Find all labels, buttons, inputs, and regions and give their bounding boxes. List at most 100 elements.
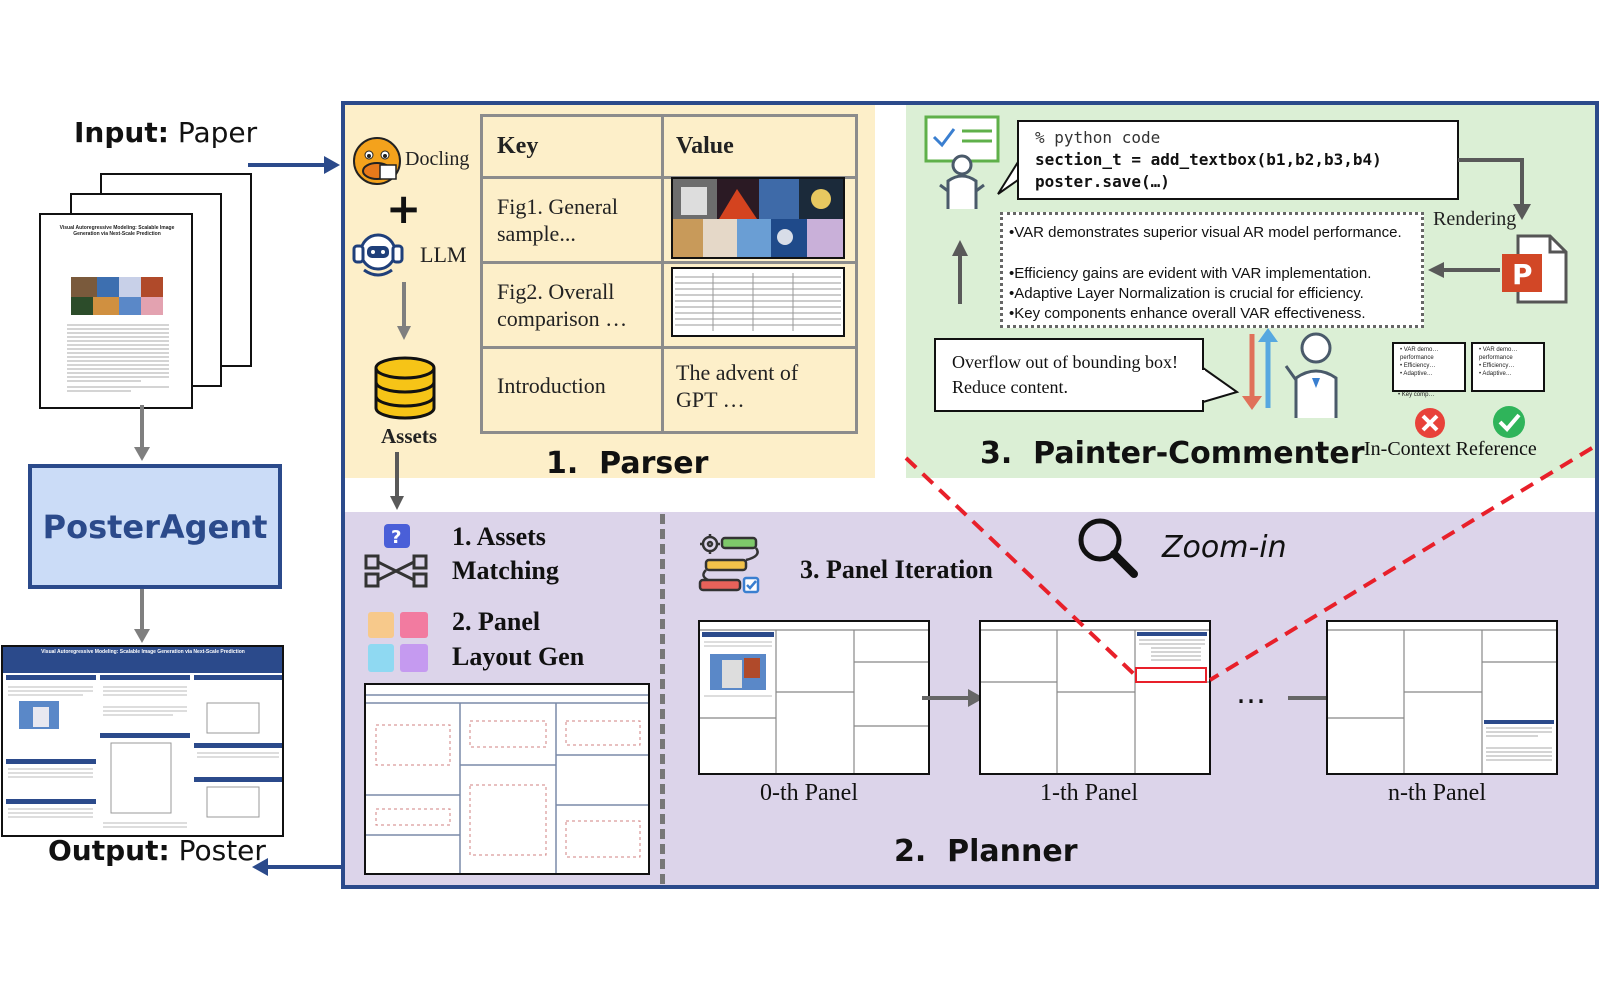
assets-matching-label: 1. Assets Matching: [452, 520, 559, 588]
database-icon: [374, 356, 436, 420]
planner-title: 2. Planner: [894, 834, 1078, 869]
table-row-key: Fig1. General sample...: [497, 194, 618, 246]
poster-layout: [6, 675, 282, 828]
assets-label: Assets: [381, 424, 437, 448]
panel-0-label: 0-th Panel: [760, 780, 858, 806]
code-line-1: section_t = add_textbox(b1,b2,b3,b4): [1035, 150, 1382, 169]
comparison-table-thumbnail: [671, 267, 845, 337]
main-frame: [341, 101, 1599, 889]
arrow-llm-to-assets: [397, 282, 411, 340]
layout-gen-line2: Layout Gen: [452, 642, 585, 671]
layout-gen-icon: [368, 612, 428, 672]
ref-bad-overflow-line: • Key comp…: [1398, 392, 1435, 398]
comparison-table: [675, 273, 841, 331]
ref-bad-line: performance: [1400, 355, 1434, 361]
ref-bad-line: • Efficiency…: [1400, 363, 1436, 369]
arrow-paper-to-agent: [134, 405, 150, 461]
paper-title: Visual Autoregressive Modeling: Scalable…: [59, 225, 175, 237]
table-row-value: The advent of GPT …: [676, 360, 799, 412]
llm-robot-icon: [352, 233, 404, 277]
parser-title: 1. Parser: [546, 446, 709, 481]
ref-good-line: • Adaptive…: [1479, 371, 1512, 377]
svg-text:?: ?: [391, 527, 401, 548]
panel-1-label: 1-th Panel: [1040, 780, 1138, 806]
panel-1-layout: [981, 629, 1209, 773]
key-value-table: Key Value Fig1. General sample... Fig2. …: [480, 114, 858, 434]
paper-page-front: Visual Autoregressive Modeling: Scalable…: [39, 213, 193, 409]
paper-figure: [67, 277, 169, 392]
table-row-divider-2: [483, 261, 855, 264]
rendering-label: Rendering: [1433, 208, 1517, 230]
plus-sign: +: [386, 184, 422, 233]
panel-0-layout: [700, 629, 928, 773]
arrow-agent-to-poster: [134, 589, 150, 643]
rendered-textbox: •VAR demonstrates superior visual AR mod…: [1000, 212, 1424, 328]
panel-n-thumbnail: [1326, 620, 1558, 775]
svg-text:P: P: [1512, 258, 1533, 291]
magnifier-icon: [1078, 518, 1138, 578]
poster-header: [3, 647, 282, 673]
table-row-divider-3: [483, 346, 855, 349]
check-icon: [1493, 406, 1525, 438]
arrow-up-feedback: [952, 240, 968, 304]
powerpoint-icon: P: [1502, 234, 1568, 304]
reference-good-thumbnail: • VAR demo… performance • Efficiency… • …: [1471, 342, 1545, 392]
feedback-text: Overflow out of bounding box! Reduce con…: [952, 352, 1178, 397]
sample-images: [673, 179, 843, 257]
arrow-render-to-text: [1428, 262, 1500, 278]
commenter-agent-icon: [1284, 332, 1338, 418]
input-label-bold: Input:: [74, 116, 169, 149]
arrow-code-to-render: [1458, 158, 1531, 220]
arrow-assets-to-planner: [390, 452, 404, 510]
code-bubble-tail: [997, 160, 1019, 195]
ref-good-line: • VAR demo…: [1479, 347, 1518, 353]
feedback-bubble: Overflow out of bounding box! Reduce con…: [934, 338, 1204, 412]
arrow-frame-to-output: [252, 858, 344, 876]
feedback-bubble-tail: [1201, 366, 1240, 404]
table-column-divider: [661, 117, 664, 431]
poster-title: Visual Autoregressive Modeling: Scalable…: [41, 649, 245, 655]
input-label-rest: Paper: [168, 116, 258, 149]
sample-images-thumbnail: [671, 177, 845, 259]
poster-agent-label: PosterAgent: [42, 507, 268, 546]
output-label-bold: Output:: [48, 834, 170, 867]
zoom-in-label: Zoom-in: [1162, 530, 1287, 565]
up-down-arrows-icon: [1242, 328, 1278, 410]
ref-bad-line: • Adaptive…: [1400, 371, 1433, 377]
panel-iteration-icon: [698, 534, 760, 594]
panel-iteration-label: 3. Panel Iteration: [800, 555, 993, 584]
panel-ellipsis: …: [1236, 676, 1266, 711]
rendered-bullet: •Efficiency gains are evident with VAR i…: [1009, 265, 1372, 282]
planner-separator: [660, 514, 665, 884]
ref-good-line: • Efficiency…: [1479, 363, 1515, 369]
rendered-bullet: •Adaptive Layer Normalization is crucial…: [1009, 285, 1364, 302]
output-label: Output: Poster: [48, 834, 266, 867]
generated-layout-sketch: [364, 683, 650, 875]
assets-matching-icon: ?: [364, 524, 428, 588]
code-comment: % python code: [1035, 128, 1161, 147]
arrow-input-to-frame: [248, 156, 340, 174]
table-row-key: Introduction: [497, 373, 606, 398]
in-context-reference-label: In-Context Reference: [1364, 438, 1537, 460]
ref-good-line: performance: [1479, 355, 1513, 361]
assets-matching-line1: 1. Assets: [452, 522, 546, 551]
layout-gen-line1: 2. Panel: [452, 607, 541, 636]
code-line-2: poster.save(…): [1035, 172, 1170, 191]
assets-matching-line2: Matching: [452, 556, 559, 585]
cross-icon: [1415, 408, 1445, 438]
layout-gen-label: 2. Panel Layout Gen: [452, 604, 584, 674]
painter-agent-icon: [924, 115, 1000, 209]
ref-bad-line: • VAR demo…: [1400, 347, 1439, 353]
painter-commenter-title: 3. Painter-Commenter: [980, 436, 1365, 471]
panel-1-thumbnail: [979, 620, 1211, 775]
poster-agent-box: PosterAgent: [28, 464, 282, 589]
llm-label: LLM: [420, 242, 467, 267]
rendered-bullet: •VAR demonstrates superior visual AR mod…: [1009, 224, 1402, 241]
reference-bad-thumbnail: • VAR demo… performance • Efficiency… • …: [1392, 342, 1466, 392]
input-label: Input: Paper: [74, 116, 257, 149]
table-row-key: Fig2. Overall comparison …: [497, 279, 628, 331]
table-header-key: Key: [497, 133, 539, 159]
panel-0-thumbnail: [698, 620, 930, 775]
rendered-bullet-overflow: •Key components enhance overall VAR effe…: [1009, 305, 1366, 322]
docling-label: Docling: [405, 148, 470, 170]
